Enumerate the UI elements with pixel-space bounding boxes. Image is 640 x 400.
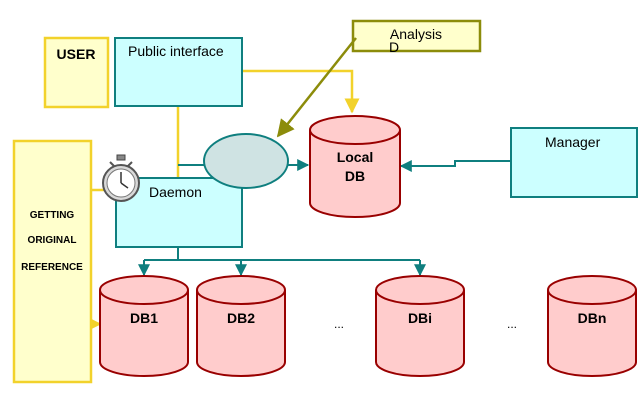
- getting-reference-label-1: GETTING: [30, 210, 75, 221]
- connector-manager-to-localdb: [399, 160, 511, 172]
- daemon-label: Daemon: [149, 184, 202, 200]
- user-label: USER: [57, 46, 96, 62]
- local-db-cylinder: [309, 115, 401, 218]
- db1-cylinder: [99, 275, 189, 377]
- local-db-label-2: DB: [345, 168, 365, 184]
- manager-label: Manager: [545, 134, 601, 150]
- db1-label: DB1: [130, 310, 158, 326]
- db2-label: DB2: [227, 310, 255, 326]
- user-box: [43, 36, 110, 109]
- dbn-cylinder: [547, 275, 637, 377]
- stopwatch-icon: [102, 154, 140, 202]
- db-ellipsis-1: ...: [334, 317, 344, 331]
- dbi-cylinder: [375, 275, 465, 377]
- dbi-label: DBi: [408, 310, 432, 326]
- manager-box: [510, 127, 638, 198]
- analysis-ellipse: [203, 133, 289, 189]
- db2-cylinder: [196, 275, 286, 377]
- public-interface-box: [114, 37, 243, 107]
- getting-reference-box: [12, 139, 93, 384]
- getting-reference-label-2: ORIGINAL: [28, 235, 77, 246]
- analysis-label-cut: D: [389, 39, 399, 55]
- analysis-label: Analysis: [390, 26, 442, 42]
- getting-reference-label-3: REFERENCE: [21, 262, 83, 273]
- dbn-label: DBn: [578, 310, 607, 326]
- connector-analysis-to-ellipse: [276, 37, 357, 138]
- public-interface-label: Public interface: [128, 43, 224, 59]
- connector-public-to-localdb: [242, 69, 360, 114]
- db-ellipsis-2: ...: [507, 317, 517, 331]
- local-db-label-1: Local: [337, 149, 374, 165]
- analysis-box: [351, 19, 482, 53]
